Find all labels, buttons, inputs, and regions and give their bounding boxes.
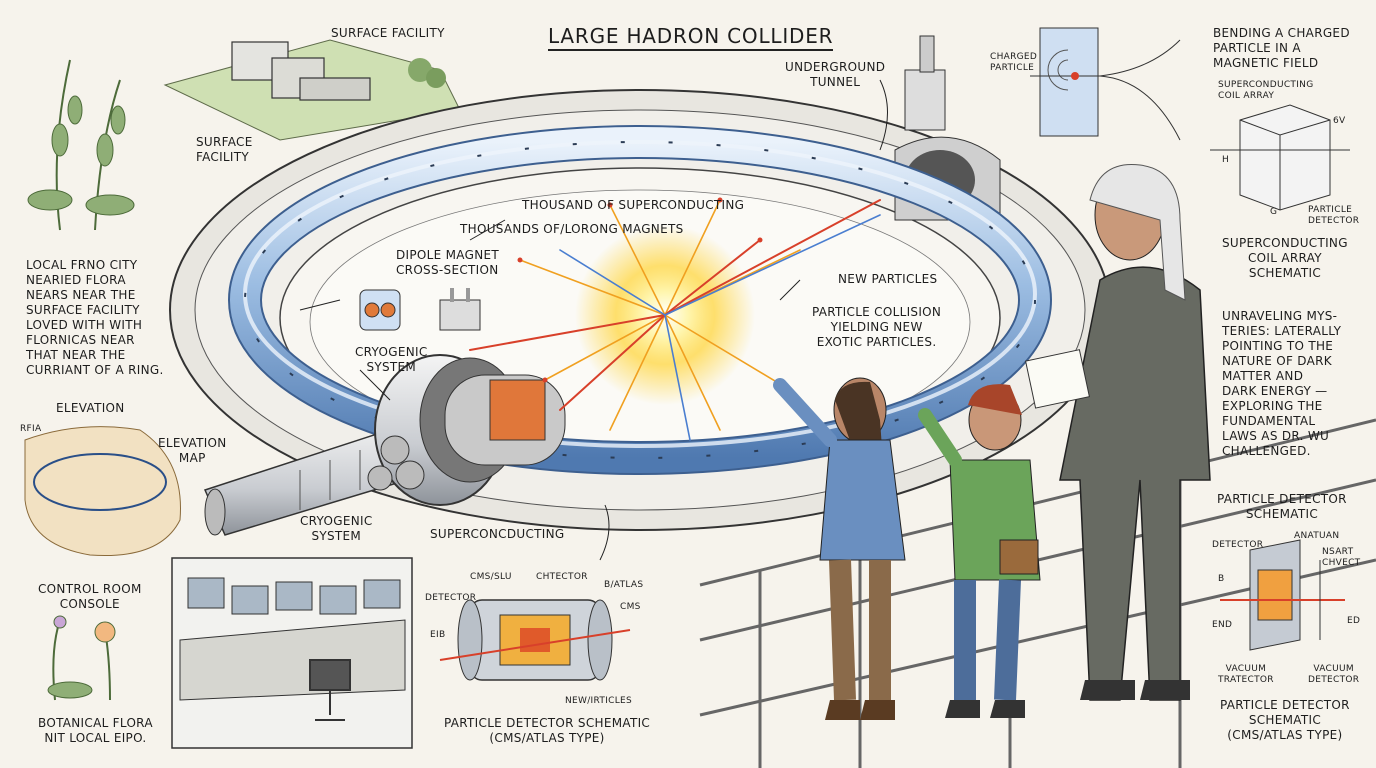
label-pd-title: PARTICLE DETECTOR SCHEMATIC [1217, 492, 1347, 521]
label-cryogenic-system-2: CRYOGENIC SYSTEM [300, 514, 373, 543]
label-thousand-superconducting: THOUSAND OF SUPERCONDUCTING [522, 198, 745, 212]
boy-figure [918, 384, 1041, 718]
label-charged-particle: CHARGED PARTICLE [990, 52, 1038, 73]
label-pd-b: B [1218, 574, 1225, 584]
right-detector-schematic [1220, 539, 1345, 651]
girl-figure [773, 377, 906, 720]
label-coil-schematic: SUPERCONDUCTING COIL ARRAY SCHEMATIC [1222, 236, 1348, 280]
label-pd-nsart: NSART CHVECT [1322, 547, 1361, 568]
label-coil-h: h [1222, 155, 1230, 165]
page-title: LARGE HADRON COLLIDER [548, 24, 834, 51]
label-det-detector: DETECTOR [425, 593, 477, 603]
label-control-room: CONTROL ROOM CONSOLE [38, 582, 142, 611]
dipole-cross-section [359, 288, 481, 331]
surface-facility-building [163, 39, 461, 141]
botanical-flora [47, 615, 116, 701]
label-pd-ed: ED [1347, 616, 1361, 626]
label-det-cms: CMS [620, 602, 641, 612]
label-bending-title: BENDING A CHARGED PARTICLE IN A MAGNETIC… [1213, 26, 1350, 70]
label-botanical: BOTANICAL FLORA NIT LOCAL EIPO. [38, 716, 153, 745]
label-pd-bottom: PARTICLE DETECTOR SCHEMATIC (CMS/ATLAS T… [1220, 698, 1350, 742]
beam-pipe [228, 125, 1052, 475]
label-coil-particle-detector: PARTICLE DETECTOR [1308, 205, 1360, 226]
label-surface-facility-top: SURFACE FACILITY [331, 26, 445, 40]
label-coil-6v: 6V [1333, 116, 1346, 126]
label-underground-tunnel: UNDERGROUND TUNNEL [785, 60, 886, 89]
label-thousands-magnets: THOUSANDS OF/LORONG MAGNETS [460, 222, 684, 236]
label-map-tag: RFIA [20, 424, 42, 434]
label-surface-facility-left: SURFACE FACILITY [196, 135, 253, 164]
label-superconducting-bottom: SUPERCONCDUCTING [430, 527, 565, 541]
label-flora-note: LOCAL FRNO CITY NEARIED FLORA NEARS NEAR… [26, 258, 164, 377]
label-pd-end: END [1212, 620, 1233, 630]
label-pd-vacuum-detector: VACUUM DETECTOR [1308, 664, 1360, 685]
label-elevation: ELEVATION [56, 401, 125, 415]
label-coil-g: g [1270, 207, 1278, 217]
label-det-batlas: B/ATLAS [604, 580, 644, 590]
label-det-new-particles: NEW/IRTICLES [565, 696, 633, 706]
flora-drawing [27, 59, 135, 231]
foreground-pipe [203, 354, 566, 536]
label-det-chtector: CHTECTOR [536, 572, 588, 582]
label-dipole-magnet: DIPOLE MAGNET CROSS-SECTION [396, 248, 499, 277]
label-det-cms-slu: CMS/SLU [470, 572, 512, 582]
elevation-map [24, 426, 181, 557]
label-pd-vacuum-tractor: VACUUM TRATECTOR [1218, 664, 1274, 685]
label-particle-collision: PARTICLE COLLISION YIELDING NEW EXOTIC P… [812, 305, 942, 349]
label-detector-schematic-bottom: PARTICLE DETECTOR SCHEMATIC (CMS/ATLAS T… [444, 716, 651, 745]
callout-lines [299, 79, 888, 561]
collision-burst [469, 197, 881, 441]
detector-schematic-cutaway [439, 599, 631, 681]
scientist-figure [1025, 163, 1211, 701]
label-cryogenic-system-1: CRYOGENIC SYSTEM [355, 345, 428, 374]
label-new-particles: NEW PARTICLES [838, 272, 938, 286]
label-pd-detector: DETECTOR [1212, 540, 1264, 550]
bending-field-inset [1030, 27, 1181, 141]
label-det-eib: EIB [430, 630, 446, 640]
coil-array-cube [1210, 104, 1350, 211]
control-room-sketch [171, 557, 413, 749]
label-coil-array-small: SUPERCONDUCTING COIL ARRAY [1218, 80, 1314, 101]
label-pd-anatuan: ANATUAN [1294, 531, 1340, 541]
label-elevation-map: ELEVATION MAP [158, 436, 227, 465]
label-mysteries: UNRAVELING MYS- TERIES: LATERALLY POINTI… [1222, 309, 1342, 458]
